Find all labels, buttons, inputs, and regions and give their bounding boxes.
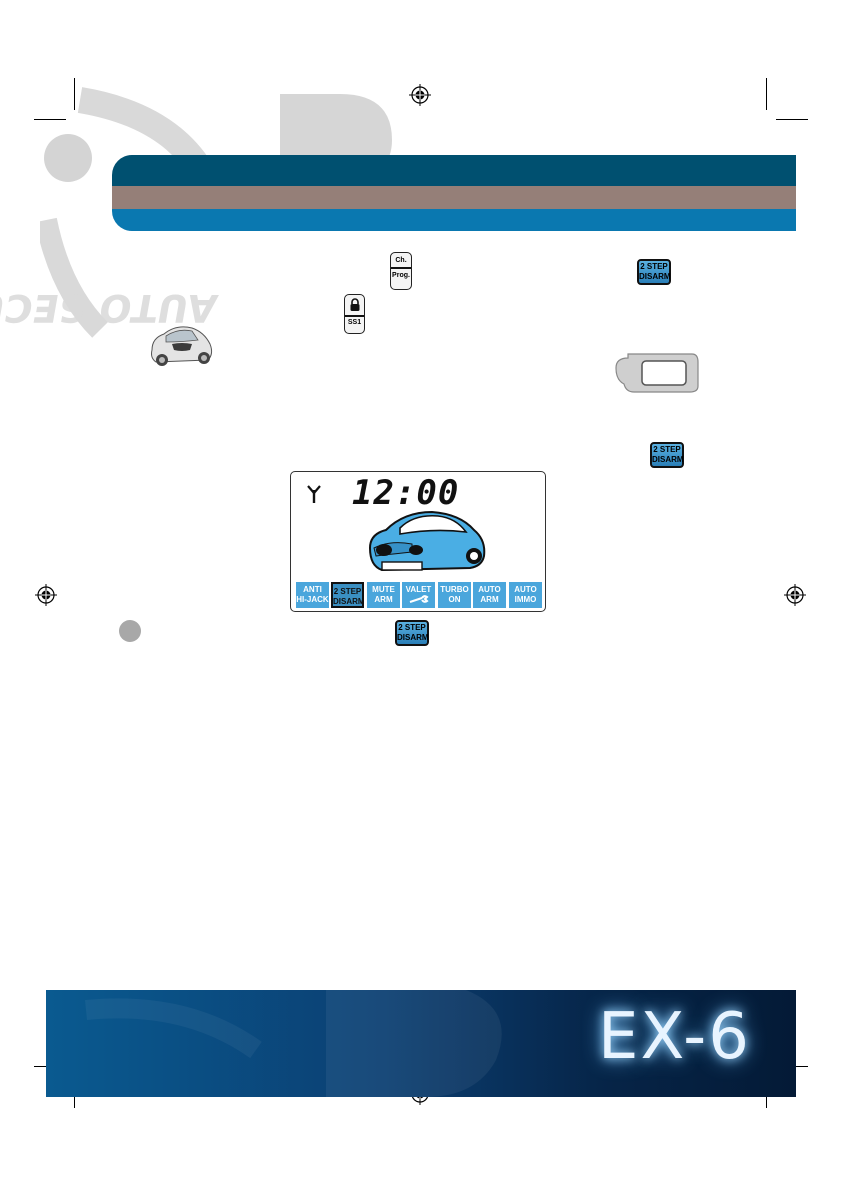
indicator-line1: TURBO bbox=[440, 585, 469, 594]
two-step-disarm-key-icon: 2 STEP DISARM bbox=[395, 620, 429, 646]
indicator-line2: HI-JACK bbox=[296, 595, 329, 604]
remote-fob-icon bbox=[615, 353, 699, 393]
indicator-line2: ARM bbox=[374, 595, 393, 604]
ss1-label: SS1 bbox=[347, 319, 362, 326]
indicator-line2: IMMO bbox=[514, 595, 537, 604]
header-band-middle bbox=[112, 186, 796, 209]
antenna-signal-icon bbox=[307, 485, 321, 503]
registration-mark-left-icon bbox=[35, 584, 57, 606]
key-line2: DISARM bbox=[639, 272, 671, 281]
registration-mark-top-icon bbox=[409, 84, 431, 106]
two-step-disarm-key-icon: 2 STEP DISARM bbox=[637, 259, 671, 285]
lcd-clock: 12:00 bbox=[352, 473, 460, 513]
car-illustration-icon bbox=[151, 326, 213, 366]
lock-ss1-button-icon: SS1 bbox=[344, 294, 365, 334]
two-step-disarm-key-icon: 2 STEP DISARM bbox=[650, 442, 684, 468]
lcd-car-icon bbox=[368, 510, 486, 572]
indicator-auto-immo: AUTO IMMO bbox=[509, 582, 542, 608]
key-line2: DISARM bbox=[397, 633, 429, 642]
indicator-turbo-on: TURBO ON bbox=[438, 582, 471, 608]
model-name: EX-6 bbox=[598, 1000, 751, 1074]
indicator-line1: AUTO bbox=[514, 585, 537, 594]
indicator-anti-hijack: ANTI HI-JACK bbox=[296, 582, 329, 608]
bullet-circle bbox=[119, 620, 141, 642]
button-divider bbox=[391, 267, 411, 269]
crop-mark-tr-h bbox=[776, 119, 808, 120]
key-line2: DISARM bbox=[652, 455, 684, 464]
ch-prog-button-icon: Ch. Prog. bbox=[390, 252, 412, 290]
crop-mark-tr-v bbox=[766, 78, 767, 110]
indicator-two-step-disarm: 2 STEP DISARM bbox=[331, 582, 365, 608]
registration-mark-right-icon bbox=[784, 584, 806, 606]
crop-mark-tl-v bbox=[74, 78, 75, 110]
ch-label: Ch. bbox=[395, 257, 407, 264]
indicator-line1: ANTI bbox=[303, 585, 322, 594]
indicator-line1: MUTE bbox=[372, 585, 395, 594]
indicator-line2: ARM bbox=[480, 595, 499, 604]
key-line1: 2 STEP bbox=[398, 623, 426, 632]
indicator-line1: VALET bbox=[405, 585, 432, 594]
footer-watermark-logo bbox=[85, 990, 502, 1097]
key-line1: 2 STEP bbox=[640, 262, 668, 271]
indicator-auto-arm: AUTO ARM bbox=[473, 582, 506, 608]
indicator-line1: 2 STEP bbox=[333, 587, 362, 596]
wrench-icon bbox=[409, 595, 429, 603]
indicator-valet: VALET bbox=[402, 582, 435, 608]
header-band-dark bbox=[112, 155, 796, 186]
header-band-light bbox=[112, 209, 796, 231]
button-divider bbox=[345, 315, 364, 317]
indicator-line2: ON bbox=[448, 595, 461, 604]
key-line1: 2 STEP bbox=[653, 445, 681, 454]
footer-banner bbox=[46, 990, 796, 1097]
crop-mark-tl-h bbox=[34, 119, 66, 120]
lock-icon bbox=[350, 298, 359, 311]
indicator-line1: AUTO bbox=[478, 585, 501, 594]
prog-label: Prog. bbox=[392, 272, 410, 279]
indicator-mute-arm: MUTE ARM bbox=[367, 582, 400, 608]
indicator-line2: DISARM bbox=[333, 597, 365, 606]
